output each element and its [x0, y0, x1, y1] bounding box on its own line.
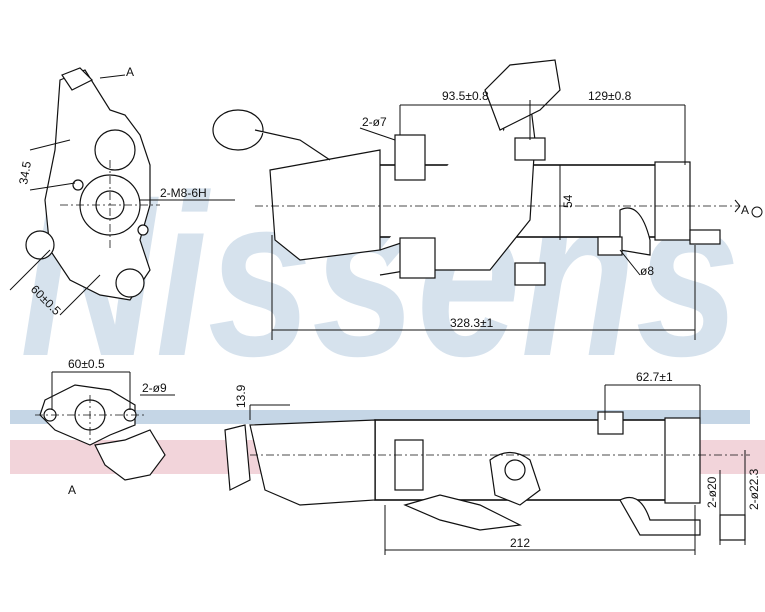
top-view-drawing	[212, 59, 763, 340]
dim-212: 212	[510, 536, 530, 550]
dim-328-3: 328.3±1	[450, 316, 494, 330]
dim-129: 129±0.8	[588, 89, 632, 103]
pipe-outer-2-d22-3: 2-ø22.3	[747, 468, 761, 510]
detail-label-a-bottom: A	[68, 483, 76, 497]
pipe-inner-2-d20: 2-ø20	[705, 476, 719, 508]
dim-62-7: 62.7±1	[636, 370, 673, 384]
detail-hole-callout-2-d9: 2-ø9	[142, 381, 167, 395]
end-view-drawing	[9, 67, 235, 316]
pipe-callout-d8: ø8	[640, 264, 654, 278]
dim-93-5: 93.5±0.8	[442, 89, 489, 103]
side-view-drawing	[224, 384, 750, 555]
detail-a-flange-drawing	[35, 371, 175, 481]
thread-callout: 2-M8-6H	[160, 186, 207, 200]
hole-callout-2-d7: 2-ø7	[362, 115, 387, 129]
detail-label-a: A	[126, 65, 134, 79]
dim-13-9: 13.9	[234, 384, 248, 408]
detail-dim-60: 60±0.5	[68, 357, 105, 371]
dim-54: 54	[561, 194, 575, 208]
view-arrow-label-a: A	[741, 203, 749, 217]
dim-34-5: 34.5	[16, 160, 34, 186]
